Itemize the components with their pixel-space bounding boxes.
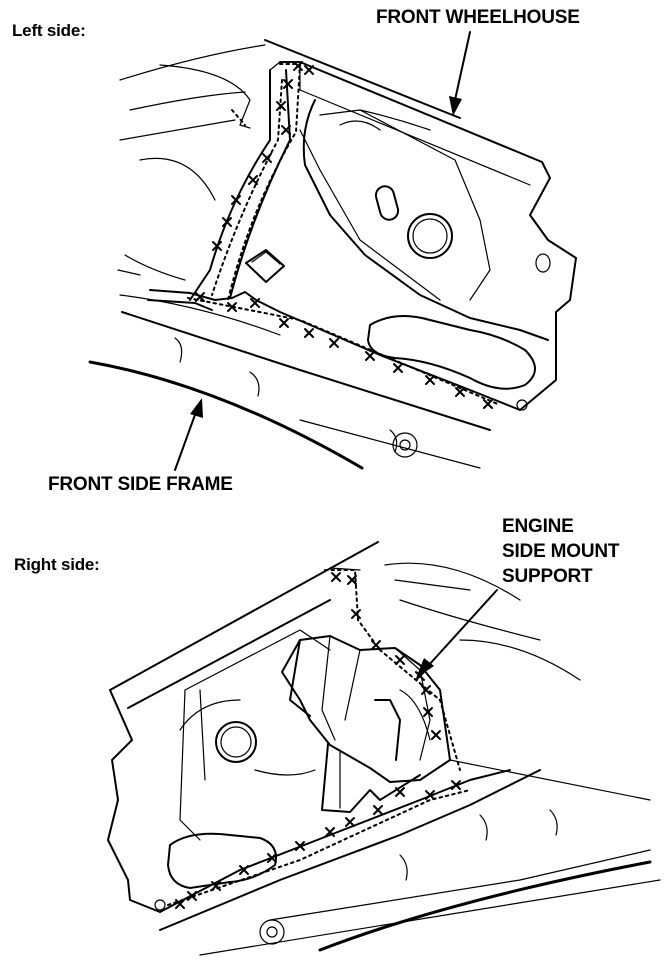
weld-x-mark [366,352,374,360]
weld-x-mark [432,731,440,739]
weld-x-mark [196,293,204,301]
right-wheelhouse-top-edge [110,542,378,690]
weld-x-mark [228,303,236,311]
right-side-label: Right side: [14,555,100,574]
weld-x-mark [332,573,340,581]
engine-mount-arrow [416,590,497,678]
front-wheelhouse-arrow [449,32,470,116]
weld-x-mark [284,80,292,88]
engine-label-line-2: SIDE MOUNT [502,541,620,562]
front-wheelhouse-label: FRONT WHEELHOUSE [376,7,580,28]
weld-x-mark [394,364,402,372]
weld-x-mark [305,66,313,74]
left-round-hole [408,214,452,258]
weld-x-mark [294,62,302,70]
weld-x-mark [268,854,276,862]
engine-label-line-3: SUPPORT [502,566,593,587]
weld-x-mark [249,176,257,184]
weld-x-mark [396,656,404,664]
weld-x-mark [305,329,313,337]
weld-x-mark [396,788,404,796]
weld-x-mark [232,196,240,204]
left-side-illustration [90,40,576,468]
weld-x-mark [422,686,430,694]
weld-x-mark [223,218,231,226]
left-oval-hole [374,185,400,221]
weld-x-mark [456,388,464,396]
weld-x-mark [452,781,460,789]
weld-x-mark [263,154,271,162]
left-large-cutout [368,316,535,389]
front-side-frame-label: FRONT SIDE FRAME [48,474,233,495]
weld-x-mark [212,882,220,890]
engine-label-line-1: ENGINE [502,516,574,537]
weld-x-mark [346,818,354,826]
left-inner-panel [304,100,548,340]
weld-x-mark [213,242,221,250]
weld-x-mark [326,828,334,836]
weld-x-mark [277,102,285,110]
weld-x-mark [426,376,434,384]
right-large-cutout [168,834,276,888]
weld-x-mark [176,900,184,908]
left-wheelhouse-top-edge [265,40,460,118]
weld-x-mark [348,576,356,584]
weld-x-mark [296,842,304,850]
weld-x-mark [374,806,382,814]
weld-x-mark [188,892,196,900]
weld-x-mark [424,708,432,716]
weld-x-mark [372,641,380,649]
left-weld-marks [196,62,492,408]
weld-x-mark [426,791,434,799]
right-side-illustration [108,542,660,955]
right-weld-marks [176,573,460,908]
left-side-label: Left side: [12,21,86,40]
weld-x-mark [282,126,290,134]
weld-x-mark [280,319,288,327]
weld-x-mark [352,610,360,618]
left-front-side-frame [122,312,490,430]
weld-x-mark [330,339,338,347]
weld-x-mark [484,400,492,408]
engine-side-mount-support-label: ENGINE SIDE MOUNT SUPPORT [502,514,619,589]
weld-x-mark [240,866,248,874]
right-round-hole [216,722,256,762]
front-side-frame-arrow [175,398,203,470]
weld-x-mark [251,299,259,307]
